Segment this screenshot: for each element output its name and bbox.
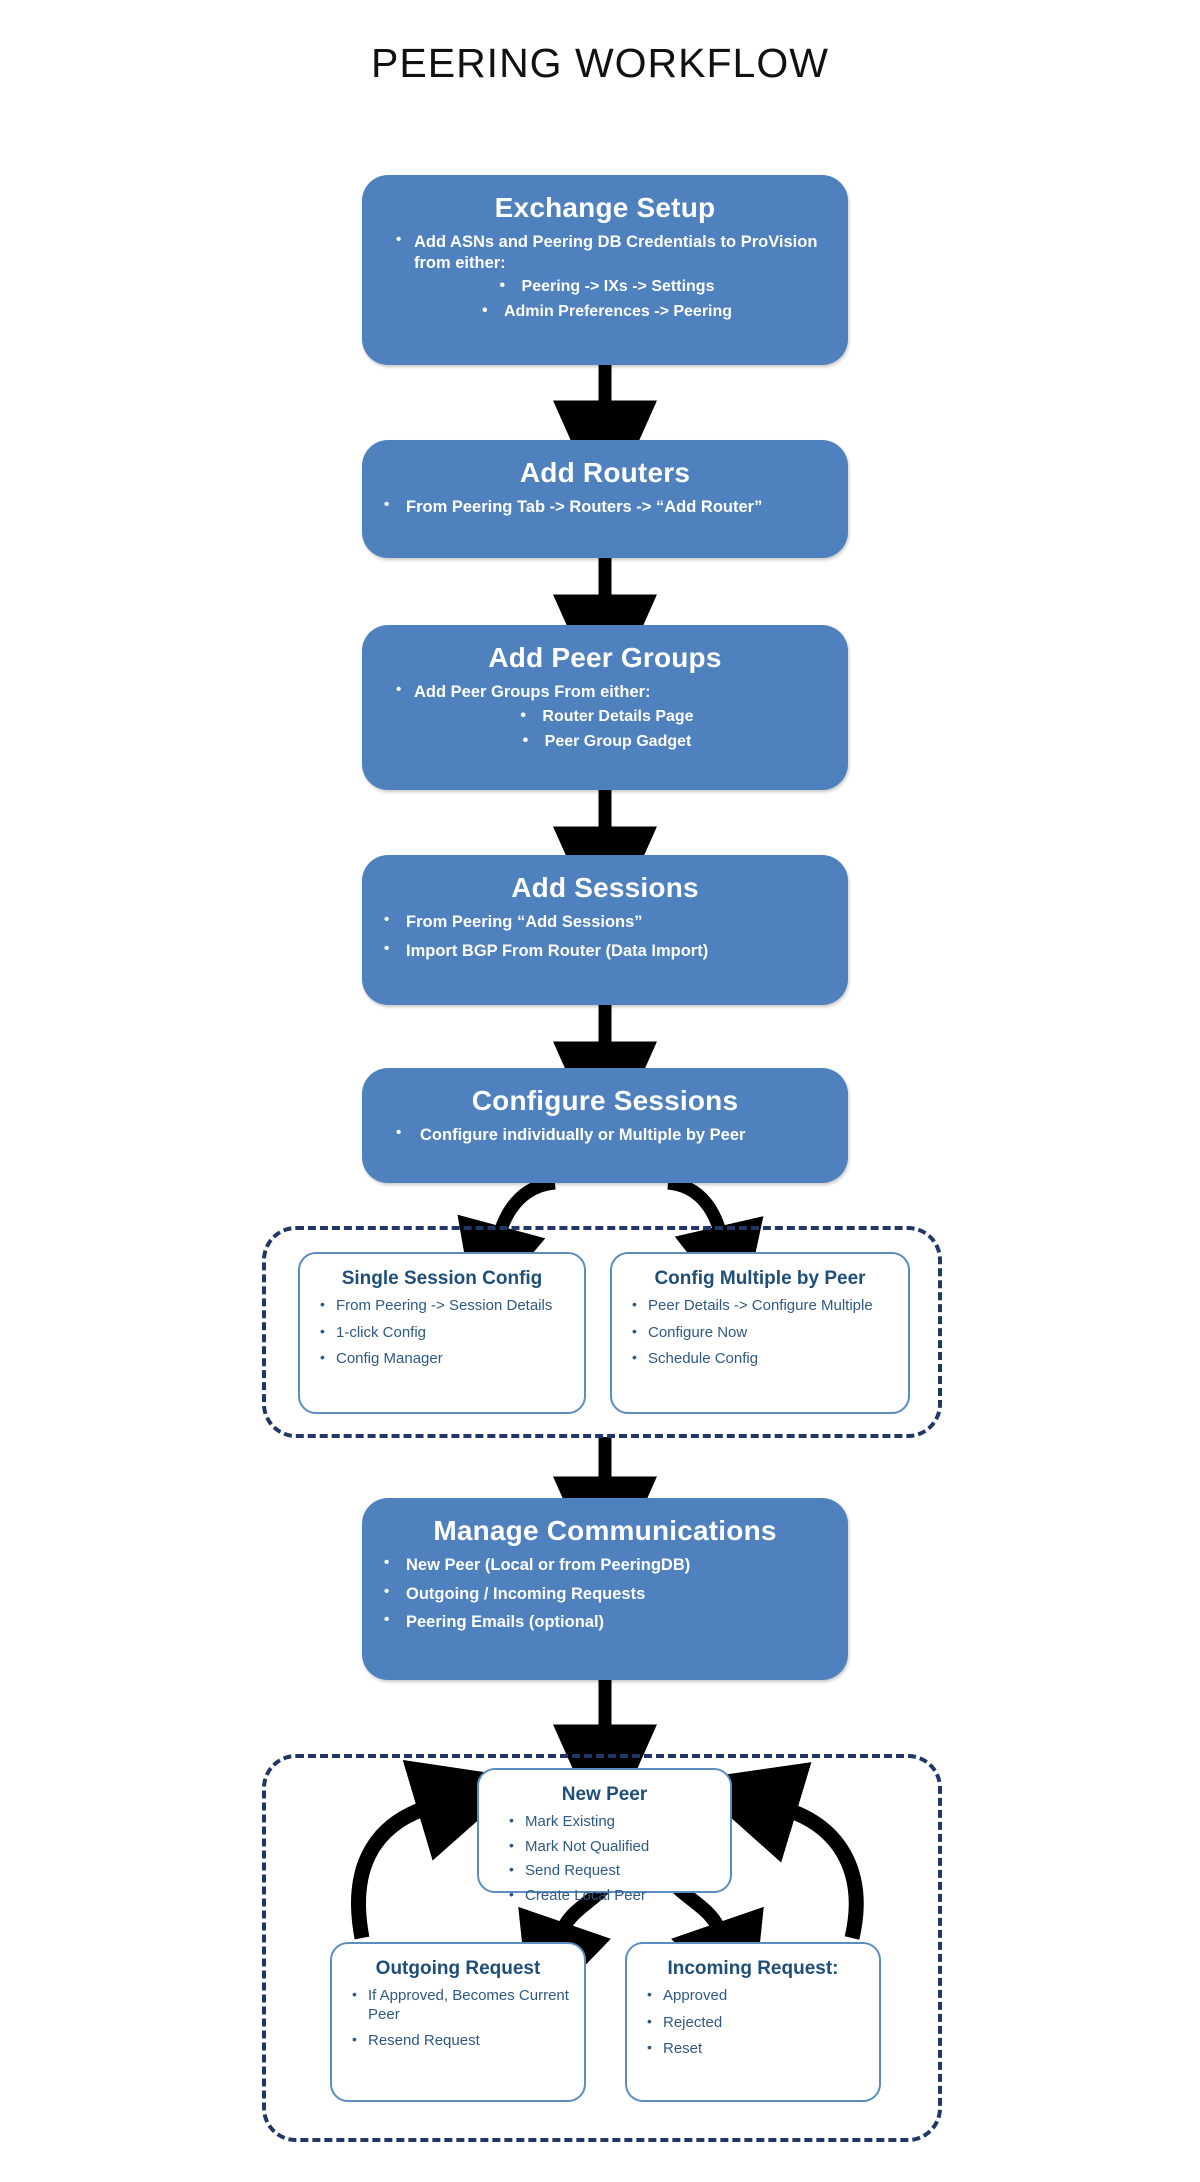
sub-box-config-multiple-by-peer[interactable]: Config Multiple by Peer Peer Details -> … <box>610 1252 910 1414</box>
box-title: Config Multiple by Peer <box>654 1268 866 1289</box>
bullet-item: Rejected <box>637 2013 869 2033</box>
bullet-item: If Approved, Becomes Current Peer <box>342 1986 574 2025</box>
bullet-item: Resend Request <box>342 2031 574 2051</box>
box-title: New Peer <box>561 1784 648 1805</box>
sub-bullet-text: Router Details Page <box>516 706 693 727</box>
bullet-item: Import BGP From Router (Data Import) <box>380 940 830 962</box>
bullet-list: From Peering -> Session Details 1-click … <box>310 1296 574 1369</box>
process-box-exchange-setup[interactable]: Exchange Setup Add ASNs and Peering DB C… <box>362 175 848 365</box>
box-title: Manage Communications <box>433 1515 777 1546</box>
sub-box-new-peer[interactable]: New Peer Mark Existing Mark Not Qualifie… <box>477 1768 732 1904</box>
bullet-item: New Peer (Local or from PeeringDB) <box>380 1554 830 1576</box>
bullet-list: If Approved, Becomes Current Peer Resend… <box>342 1986 574 2051</box>
sub-bullet-item: Peer Group Gadget <box>380 731 830 752</box>
process-box-add-peer-groups[interactable]: Add Peer Groups Add Peer Groups From eit… <box>362 625 848 790</box>
bullet-item: Add ASNs and Peering DB Credentials to P… <box>380 231 830 273</box>
bullet-item: Peering Emails (optional) <box>380 1611 830 1633</box>
bullet-item: Create Local Peer <box>489 1886 720 1906</box>
bullet-item: Config Manager <box>310 1349 574 1369</box>
bullet-item: From Peering -> Session Details <box>310 1296 574 1316</box>
bullet-list: Configure individually or Multiple by Pe… <box>380 1124 830 1146</box>
bullet-item: Configure Now <box>622 1323 898 1343</box>
sub-bullet-text: Admin Preferences -> Peering <box>478 301 732 322</box>
sub-bullet-text: Peer Group Gadget <box>519 731 692 752</box>
bullet-item: From Peering “Add Sessions” <box>380 911 830 933</box>
box-title: Exchange Setup <box>494 192 716 223</box>
bullet-item: Mark Not Qualified <box>489 1837 720 1857</box>
bullet-item: Add Peer Groups From either: <box>380 681 830 703</box>
bullet-item: 1-click Config <box>310 1323 574 1343</box>
sub-bullet-item: Router Details Page <box>380 706 830 727</box>
sub-bullet-item: Peering -> IXs -> Settings <box>380 276 830 297</box>
process-box-manage-communications[interactable]: Manage Communications New Peer (Local or… <box>362 1498 848 1680</box>
bullet-item: Schedule Config <box>622 1349 898 1369</box>
bullet-item: From Peering Tab -> Routers -> “Add Rout… <box>380 496 830 518</box>
bullet-list: From Peering “Add Sessions” Import BGP F… <box>380 911 830 962</box>
box-title: Configure Sessions <box>471 1085 739 1116</box>
bullet-item: Reset <box>637 2039 869 2059</box>
bullet-list: New Peer (Local or from PeeringDB) Outgo… <box>380 1554 830 1633</box>
box-title: Add Sessions <box>511 872 699 903</box>
config-options-group <box>262 1226 942 1438</box>
process-box-add-routers[interactable]: Add Routers From Peering Tab -> Routers … <box>362 440 848 558</box>
box-title: Add Routers <box>519 457 691 488</box>
sub-box-outgoing-request[interactable]: Outgoing Request If Approved, Becomes Cu… <box>330 1942 586 2102</box>
bullet-item: Peer Details -> Configure Multiple <box>622 1296 898 1316</box>
process-box-configure-sessions[interactable]: Configure Sessions Configure individuall… <box>362 1068 848 1183</box>
bullet-item: Outgoing / Incoming Requests <box>380 1583 830 1605</box>
bullet-item: Approved <box>637 1986 869 2006</box>
box-title: Outgoing Request <box>375 1958 541 1979</box>
box-title: Incoming Request: <box>667 1958 839 1979</box>
page-title: PEERING WORKFLOW <box>371 40 829 86</box>
bullet-item: Send Request <box>489 1861 720 1881</box>
peer-request-group <box>262 1754 942 2142</box>
bullet-item: Configure individually or Multiple by Pe… <box>380 1124 830 1146</box>
bullet-list: From Peering Tab -> Routers -> “Add Rout… <box>380 496 830 518</box>
box-title: Add Peer Groups <box>488 642 722 673</box>
sub-bullet-text: Peering -> IXs -> Settings <box>496 276 715 297</box>
bullet-list: Add Peer Groups From either: Router Deta… <box>380 681 830 752</box>
bullet-item: Mark Existing <box>489 1812 720 1832</box>
sub-bullet-item: Admin Preferences -> Peering <box>380 301 830 322</box>
bullet-list: Mark Existing Mark Not Qualified Send Re… <box>489 1812 720 1906</box>
sub-box-single-session-config[interactable]: Single Session Config From Peering -> Se… <box>298 1252 586 1414</box>
bullet-list: Approved Rejected Reset <box>637 1986 869 2059</box>
box-title: Single Session Config <box>341 1268 543 1289</box>
sub-box-incoming-request[interactable]: Incoming Request: Approved Rejected Rese… <box>625 1942 881 2102</box>
process-box-add-sessions[interactable]: Add Sessions From Peering “Add Sessions”… <box>362 855 848 1005</box>
bullet-list: Add ASNs and Peering DB Credentials to P… <box>380 231 830 322</box>
bullet-list: Peer Details -> Configure Multiple Confi… <box>622 1296 898 1369</box>
